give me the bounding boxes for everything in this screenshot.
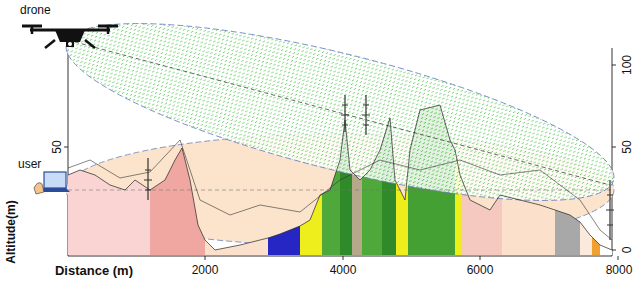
drone-icon (22, 26, 118, 48)
icon-label: user (18, 158, 41, 170)
axis-tick-label: 6000 (467, 264, 494, 276)
axis-tick-label: 50 (51, 140, 63, 153)
towers (144, 95, 614, 240)
drone-link (75, 42, 610, 185)
axis-tick-label: 8000 (606, 264, 633, 276)
axis-tick-label: 4000 (330, 264, 357, 276)
bottom-axis (68, 256, 612, 257)
icon-label: drone (20, 4, 51, 16)
second-profile (68, 140, 612, 240)
fresnel-zone-drone (52, 0, 627, 236)
axis-tick-label: 0 (621, 247, 633, 254)
axis-tick-label: 2000 (192, 264, 219, 276)
axis-title: Altitude(m) (5, 200, 17, 263)
terrain-profile (68, 105, 612, 250)
axis-title: Distance (m) (55, 264, 133, 277)
axis-tick-label: 100 (621, 55, 633, 75)
laptop-icon (34, 172, 70, 194)
axis-tick-label: 50 (621, 140, 633, 153)
